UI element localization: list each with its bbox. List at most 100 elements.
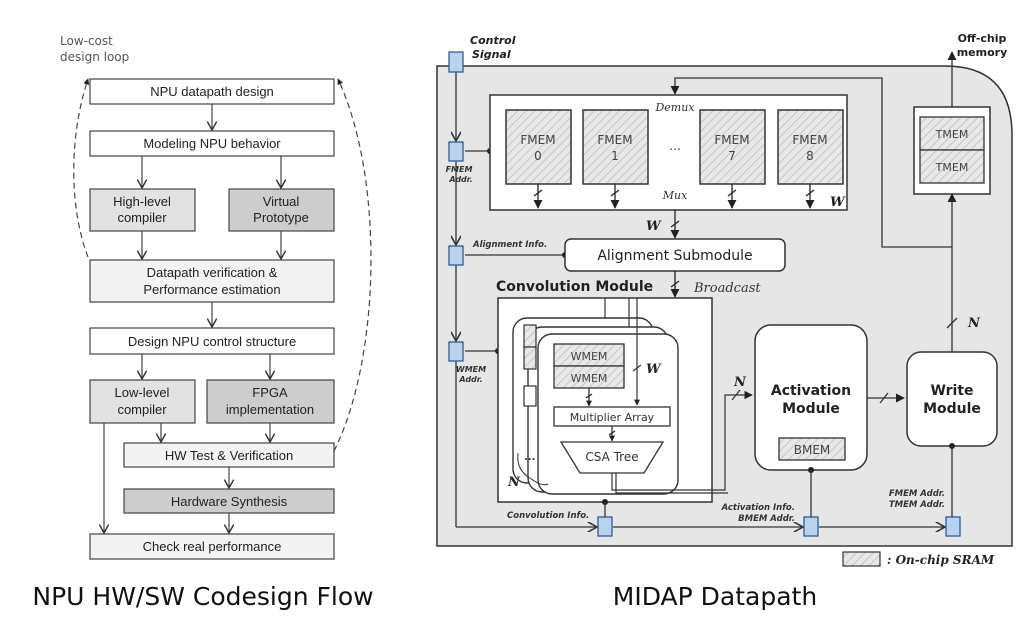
fmem-7: FMEM 7 [699,109,766,185]
activation-module-label-2: Module [782,401,840,417]
pe-w-label: W [646,362,662,377]
loop-label-line2: design loop [60,50,129,64]
alignment-submodule-label: Alignment Submodule [597,248,752,264]
svg-text:FMEM: FMEM [597,133,632,147]
write-info-label-2: TMEM Addr. [889,500,945,510]
write-out-n-label: N [967,316,981,331]
control-signal-block [448,51,464,73]
convolution-module-label: Convolution Module [496,279,653,295]
control-signal-label-1: Control [470,34,516,47]
codesign-flow: Low-cost design loop NPU datapath design… [60,34,372,560]
step-hw-synthesis [123,488,335,514]
step-modeling [89,130,335,157]
step-fpga [206,379,335,424]
flow-arrows [104,104,281,533]
fmem-w-label: W [830,195,846,210]
legend [842,551,881,567]
svg-text:Modeling NPU behavior: Modeling NPU behavior [143,136,281,151]
step-check-performance [89,533,335,560]
svg-text:Hardware Synthesis: Hardware Synthesis [171,494,288,509]
svg-text:Virtual: Virtual [263,194,300,209]
svg-text:Low-level: Low-level [115,385,170,400]
demux-label: Demux [654,101,695,114]
tmem-label-1: TMEM [935,161,969,174]
mux-w-label: W [646,219,662,234]
right-caption: MIDAP Datapath [613,582,817,611]
step-low-level-compiler [89,379,196,424]
legend-label: : On-chip SRAM [887,553,995,567]
wmem-label-1: WMEM [571,372,608,385]
left-caption: NPU HW/SW Codesign Flow [32,582,373,611]
fmem-addr-label-2: Addr. [448,175,472,184]
fmem-addr-label-1: FMEM [446,165,473,174]
svg-text:FPGA: FPGA [252,385,288,400]
activation-module-label-1: Activation [771,383,851,399]
svg-text:Performance estimation: Performance estimation [143,282,280,297]
activation-info-label-2: BMEM Addr. [738,514,795,524]
broadcast-label: Broadcast [693,281,761,296]
write-module-label-1: Write [930,383,973,399]
activation-info-label-1: Activation Info. [721,503,795,513]
svg-text:implementation: implementation [226,402,314,417]
loop-left-dashed-arrow [73,78,90,258]
wmem-addr-block [448,341,464,362]
svg-text:Design NPU control structure: Design NPU control structure [128,334,296,349]
conv-out-n-label: N [733,375,747,390]
svg-text:FMEM: FMEM [792,133,827,147]
bmem [778,437,846,461]
offchip-label-2: memory [957,46,1008,59]
step-high-level-compiler [89,188,196,232]
svg-text:FMEM: FMEM [714,133,749,147]
convolution-info-block [597,516,613,537]
write-module-label-2: Module [923,401,981,417]
convolution-info-label: Convolution Info. [507,511,589,521]
wmem-label-0: WMEM [571,350,608,363]
svg-text:0: 0 [534,149,542,163]
fmem-1: FMEM 1 [582,109,649,185]
svg-text:FMEM: FMEM [520,133,555,147]
activation-info-block [803,516,819,537]
wmem-stack: WMEM WMEM [553,343,625,389]
step-virtual-prototype [228,188,335,232]
alignment-info-label: Alignment Info. [472,240,547,250]
write-info-block [945,516,961,537]
multiplier-array-label: Multiplier Array [570,411,655,424]
svg-text:NPU datapath design: NPU datapath design [150,84,274,99]
write-info-label-1: FMEM Addr. [889,489,945,499]
wmem-addr-label-2: Addr. [458,375,482,384]
legend-sram-swatch [842,551,881,567]
step-datapath-design [89,78,335,105]
loop-label-line1: Low-cost [60,34,113,48]
wmem-addr-label-1: WMEM [456,365,486,374]
svg-text:Check real performance: Check real performance [143,539,282,554]
svg-text:Datapath verification &: Datapath verification & [147,265,278,280]
tmem-label-0: TMEM [935,128,969,141]
svg-text:Prototype: Prototype [253,210,309,225]
tmem-1 [919,149,985,184]
midap-datapath: Control Signal Off-chip memory [436,32,1013,567]
svg-text:compiler: compiler [117,210,167,225]
alignment-info-block [448,245,464,266]
csa-tree-label: CSA Tree [585,450,638,464]
svg-text:8: 8 [806,149,814,163]
offchip-label-1: Off-chip [958,32,1007,45]
svg-text:1: 1 [611,149,619,163]
fmem-0: FMEM 0 [505,109,572,185]
step-control-structure [89,327,335,355]
bmem-label: BMEM [794,443,831,457]
svg-text:High-level: High-level [113,194,171,209]
fmem-addr-block [448,141,464,162]
svg-text:compiler: compiler [117,402,167,417]
control-signal-label-2: Signal [472,48,511,61]
csa-tree [559,441,665,474]
write-module [906,351,998,447]
mux-label: Mux [662,189,688,202]
loop-right-dashed-arrow [333,78,372,452]
fmem-ellipsis: ... [669,139,680,153]
svg-text:7: 7 [728,149,736,163]
pe-dots: ... [524,452,535,463]
svg-text:HW Test & Verification: HW Test & Verification [165,448,293,463]
tmem-0 [919,116,985,151]
pe-count-n-label: N [507,475,521,490]
